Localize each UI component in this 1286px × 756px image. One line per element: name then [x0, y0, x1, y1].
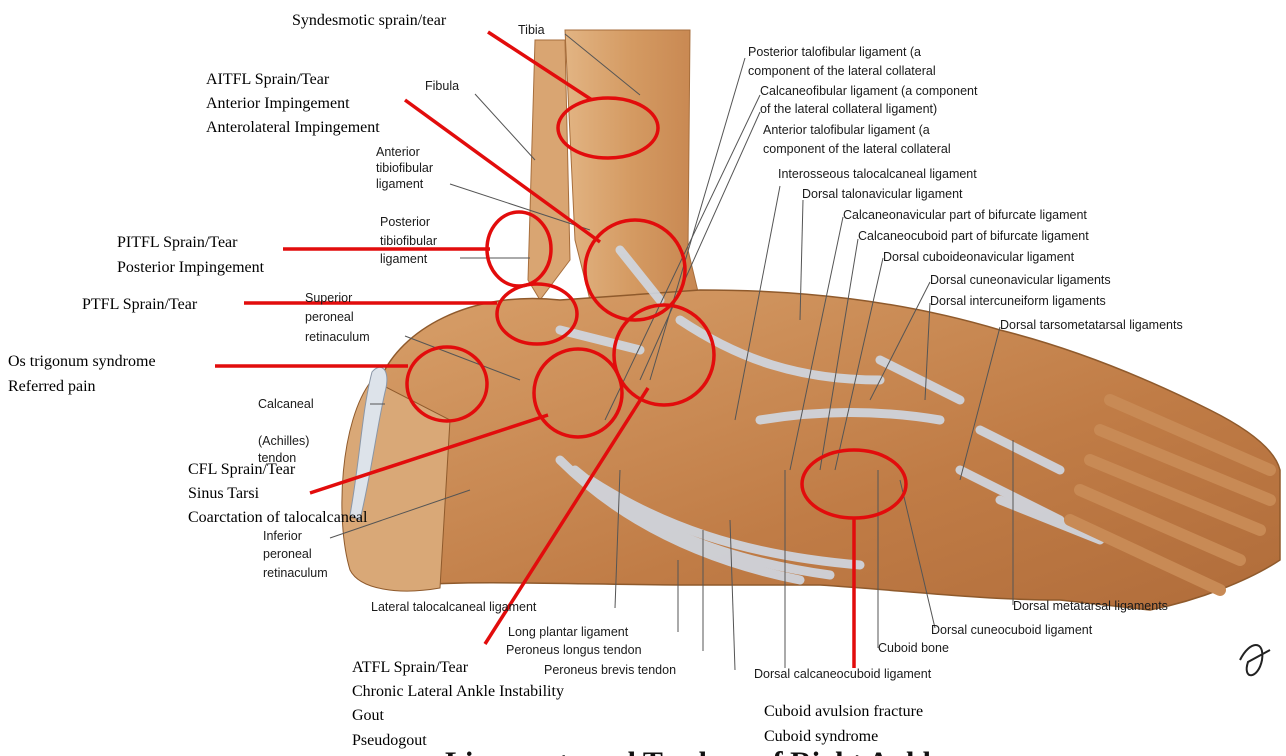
label-intercuneiform: Dorsal intercuneiform ligaments	[930, 294, 1106, 308]
label-calcaneocuboid-bif: Calcaneocuboid part of bifurcate ligamen…	[858, 229, 1089, 243]
cond-atfl-1: ATFL Sprain/Tear	[352, 659, 469, 676]
cond-cfl-1: CFL Sprain/Tear	[188, 461, 296, 478]
cond-pitfl-1: PITFL Sprain/Tear	[117, 234, 238, 251]
label-sup-peroneal-3: retinaculum	[305, 330, 370, 344]
label-peroneus-brevis: Peroneus brevis tendon	[544, 663, 676, 677]
label-calcaneofibular-1: Calcaneofibular ligament (a component	[760, 84, 978, 98]
cond-os-trigonum-2: Referred pain	[8, 378, 96, 395]
cond-ptfl: PTFL Sprain/Tear	[82, 296, 198, 313]
cond-cfl-3: Coarctation of talocalcaneal	[188, 509, 368, 526]
cond-cfl-2: Sinus Tarsi	[188, 485, 260, 502]
footer-title: Ligaments and Tendons of Right Ankle	[445, 746, 944, 756]
cond-aitfl-3: Anterolateral Impingement	[206, 119, 380, 136]
label-calcaneal: Calcaneal	[258, 397, 314, 411]
label-ant-tibiofibular-1: Anterior	[376, 145, 420, 159]
label-dorsal-cuneocuboid: Dorsal cuneocuboid ligament	[931, 623, 1093, 637]
label-post-tibiofibular-3: ligament	[380, 252, 428, 266]
label-inf-peroneal-3: retinaculum	[263, 566, 328, 580]
label-calcaneofibular-2: of the lateral collateral ligament)	[760, 102, 937, 116]
cond-cuboid-2: Cuboid syndrome	[764, 728, 878, 745]
label-peroneus-longus: Peroneus longus tendon	[506, 643, 642, 657]
cond-syndesmotic: Syndesmotic sprain/tear	[292, 12, 447, 29]
cond-pitfl-2: Posterior Impingement	[117, 259, 265, 276]
cond-cuboid-1: Cuboid avulsion fracture	[764, 703, 923, 720]
label-post-tibiofibular-1: Posterior	[380, 215, 430, 229]
label-cuneonavicular: Dorsal cuneonavicular ligaments	[930, 273, 1111, 287]
label-post-talofibular-2: component of the lateral collateral	[748, 64, 936, 78]
cond-atfl-2: Chronic Lateral Ankle Instability	[352, 683, 564, 700]
label-fibula: Fibula	[425, 79, 459, 93]
label-ant-talofibular-1: Anterior talofibular ligament (a	[763, 123, 930, 137]
label-inf-peroneal-1: Inferior	[263, 529, 302, 543]
label-achilles-1: (Achilles)	[258, 434, 309, 448]
label-ant-tibiofibular-3: ligament	[376, 177, 424, 191]
label-long-plantar: Long plantar ligament	[508, 625, 629, 639]
cond-aitfl-2: Anterior Impingement	[206, 95, 350, 112]
label-interosseous: Interosseous talocalcaneal ligament	[778, 167, 977, 181]
label-sup-peroneal-1: Superior	[305, 291, 352, 305]
label-post-tibiofibular-2: tibiofibular	[380, 234, 437, 248]
label-cuboid-bone: Cuboid bone	[878, 641, 949, 655]
cond-aitfl-1: AITFL Sprain/Tear	[206, 71, 330, 88]
label-ant-tibiofibular-2: tibiofibular	[376, 161, 433, 175]
artist-signature	[1240, 645, 1270, 675]
label-lat-talocalcaneal: Lateral talocalcaneal ligament	[371, 600, 537, 614]
label-tibia: Tibia	[518, 23, 545, 37]
label-talonavicular: Dorsal talonavicular ligament	[802, 187, 963, 201]
label-post-talofibular-1: Posterior talofibular ligament (a	[748, 45, 921, 59]
cond-os-trigonum-1: Os trigonum syndrome	[8, 353, 156, 370]
label-sup-peroneal-2: peroneal	[305, 310, 354, 324]
label-dorsal-calcaneocuboid: Dorsal calcaneocuboid ligament	[754, 667, 932, 681]
label-ant-talofibular-2: component of the lateral collateral	[763, 142, 951, 156]
label-inf-peroneal-2: peroneal	[263, 547, 312, 561]
label-cuboideonavicular: Dorsal cuboideonavicular ligament	[883, 250, 1075, 264]
cond-atfl-4: Pseudogout	[352, 732, 427, 749]
label-dorsal-metatarsal: Dorsal metatarsal ligaments	[1013, 599, 1168, 613]
label-calcaneonavicular: Calcaneonavicular part of bifurcate liga…	[843, 208, 1087, 222]
label-tarsometatarsal: Dorsal tarsometatarsal ligaments	[1000, 318, 1183, 332]
cond-atfl-3: Gout	[352, 707, 385, 724]
